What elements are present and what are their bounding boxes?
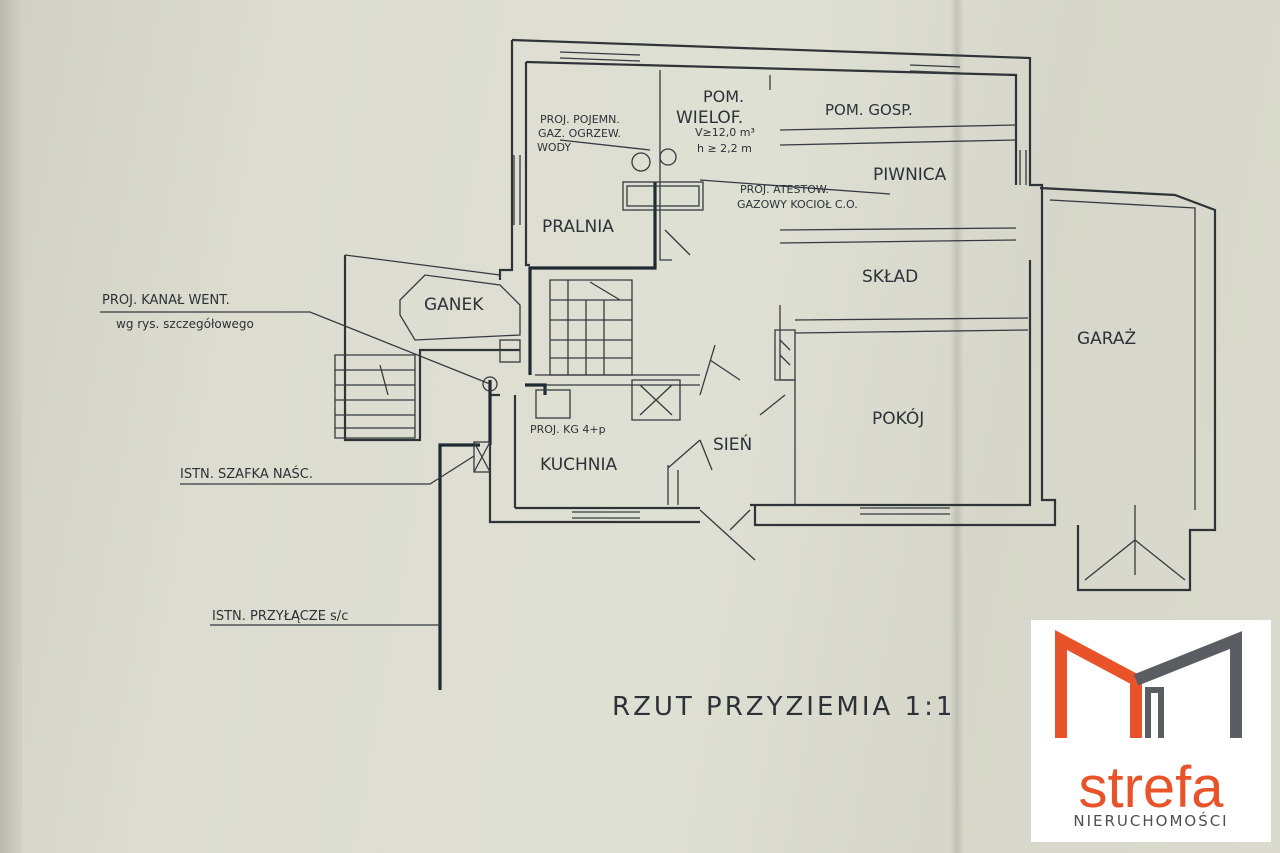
leader-lines [100, 139, 891, 626]
garage-walls [1039, 186, 1217, 592]
label-ganek: GANEK [424, 295, 484, 315]
logo-subtitle: NIERUCHOMOŚCI [1073, 812, 1229, 830]
label-height: h ≥ 2,2 m [697, 142, 752, 155]
paper-edge [0, 0, 22, 853]
label-volume: V≥12,0 m³ [695, 126, 755, 139]
note-istn-przylacze: ISTN. PRZYŁĄCZE s/c [212, 609, 348, 624]
label-pom: POM. [703, 87, 744, 106]
plan-title: RZUT PRZYZIEMIA 1:1 [612, 692, 955, 722]
note-istn-szafka: ISTN. SZAFKA NAŚC. [180, 466, 313, 482]
room-labels: POM. WIELOF. V≥12,0 m³ h ≥ 2,2 m POM. GO… [424, 87, 1136, 475]
label-sien: SIEŃ [713, 433, 752, 455]
label-kuchnia: KUCHNIA [540, 455, 618, 475]
label-piwnica: PIWNICA [873, 165, 947, 185]
note-proj-pojemn: PROJ. POJEMN. [540, 113, 620, 126]
label-garaz: GARAŻ [1077, 328, 1136, 349]
label-wielof: WIELOF. [676, 108, 743, 128]
company-logo: strefa NIERUCHOMOŚCI [1031, 620, 1271, 842]
note-proj-kg: PROJ. KG 4+p [530, 423, 606, 436]
porch-walls [334, 254, 521, 442]
annotations: PROJ. POJEMN. GAZ. OGRZEW. WODY PROJ. AT… [102, 113, 858, 624]
note-gazowy-kociol: GAZOWY KOCIOŁ C.O. [737, 198, 858, 211]
label-pokoj: POKÓJ [872, 407, 924, 429]
note-proj-kanal: PROJ. KANAŁ WENT. [102, 293, 230, 308]
building-walls [488, 38, 1057, 561]
note-wody: WODY [537, 141, 571, 154]
logo-mark [1055, 630, 1242, 738]
note-wg-rys: wg rys. szczegółowego [116, 317, 254, 331]
label-sklad: SKŁAD [862, 267, 918, 287]
label-pralnia: PRALNIA [542, 217, 614, 237]
gas-pipe [438, 148, 704, 690]
label-pom-gosp: POM. GOSP. [825, 101, 913, 119]
note-proj-atestow: PROJ. ATESTOW. [740, 183, 829, 196]
note-gaz-ogrzew: GAZ. OGRZEW. [538, 127, 621, 140]
logo-name: strefa [1078, 755, 1224, 820]
paper-fold [950, 0, 964, 853]
